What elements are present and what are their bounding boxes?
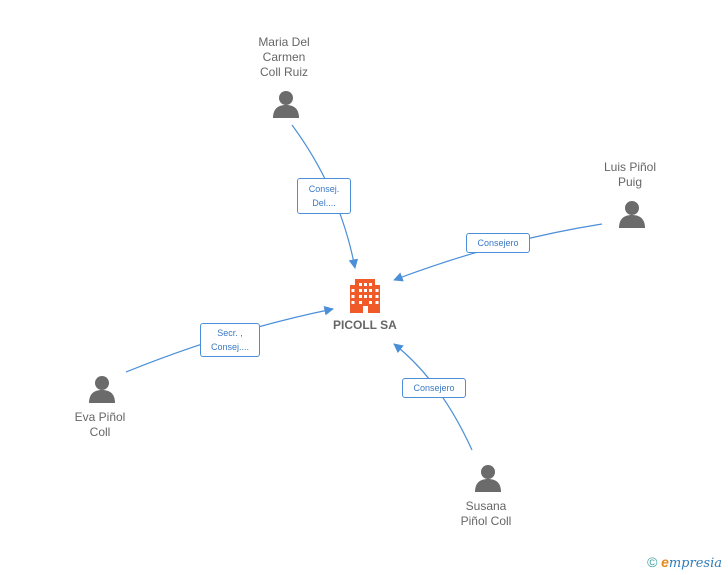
person-icon-maria[interactable] — [273, 91, 299, 118]
role-badge-luis[interactable]: Consejero — [466, 233, 530, 253]
person-name-eva[interactable]: Eva Piñol Coll — [74, 410, 126, 439]
person-name-luis[interactable]: Luis Piñol Puig — [603, 160, 657, 189]
person-name-maria[interactable]: Maria Del Carmen Coll Ruiz — [258, 35, 310, 79]
person-icon-luis[interactable] — [619, 201, 645, 228]
copyright-icon: © — [647, 554, 658, 570]
role-badge-maria[interactable]: Consej. Del.... — [297, 178, 351, 214]
brand-name: mpresia — [668, 556, 722, 571]
role-badge-eva[interactable]: Secr. , Consej.... — [200, 323, 260, 357]
brand-initial: e — [661, 554, 669, 570]
role-badge-susana[interactable]: Consejero — [402, 378, 466, 398]
company-building-icon[interactable] — [350, 279, 380, 313]
person-icon-susana[interactable] — [475, 465, 501, 492]
brand-watermark: © empresia — [647, 554, 722, 571]
person-icon-eva[interactable] — [89, 376, 115, 403]
person-name-susana[interactable]: Susana Piñol Coll — [460, 499, 512, 528]
company-name[interactable]: PICOLL SA — [333, 318, 397, 332]
